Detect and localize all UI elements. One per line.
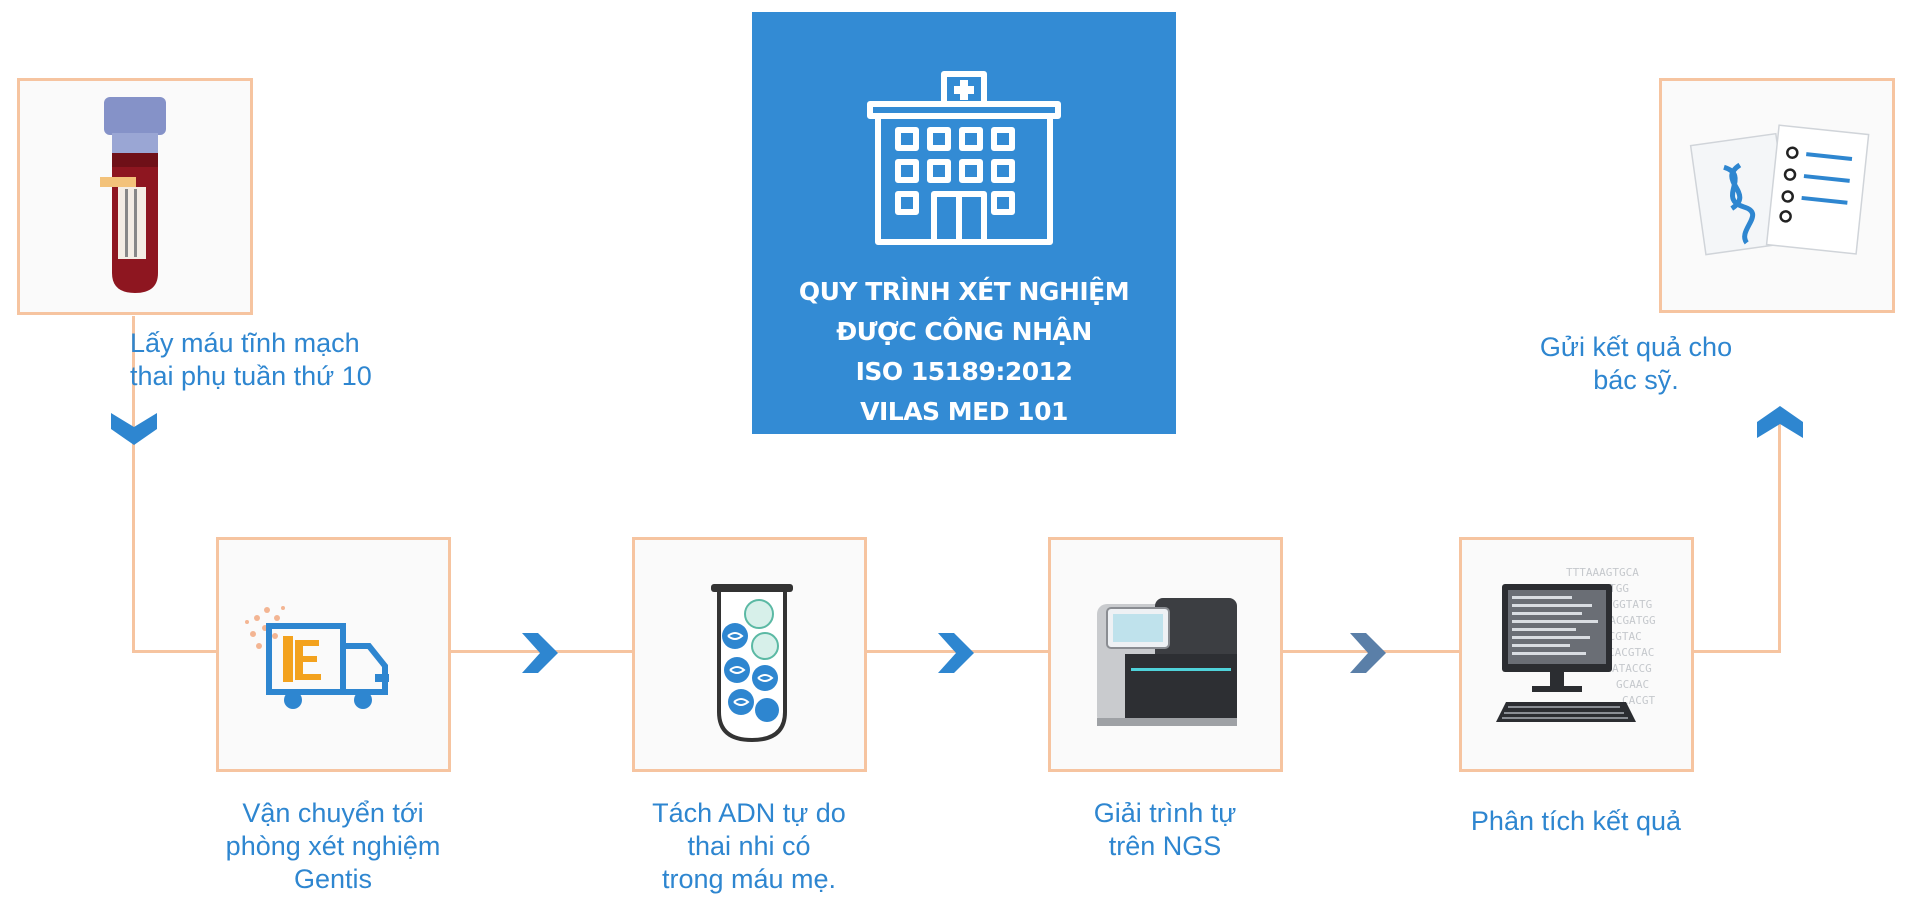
step-blood-sample-box — [17, 78, 253, 315]
svg-text:CACGT: CACGT — [1622, 694, 1655, 707]
sequencer-machine-icon — [1097, 598, 1237, 726]
accreditation-panel: QUY TRÌNH XÉT NGHIỆM ĐƯỢC CÔNG NHẬN ISO … — [752, 12, 1176, 434]
step-caption: Giải trình tự trên NGS — [1093, 798, 1237, 861]
svg-text:TTTAAAGTGCA: TTTAAAGTGCA — [1566, 566, 1639, 579]
hospital-icon — [867, 71, 1061, 245]
step-transport-box — [216, 537, 451, 772]
step-dna-extraction-box — [632, 537, 867, 772]
step-caption: Gửi kết quả cho bác sỹ. — [1539, 332, 1733, 395]
connector-line — [132, 650, 216, 653]
chevron-right-icon — [522, 633, 558, 673]
chevron-up-icon — [1757, 406, 1803, 438]
svg-text:CACGTAC: CACGTAC — [1608, 646, 1654, 659]
report-document-icon — [1689, 124, 1870, 256]
step-caption: Vận chuyển tới phòng xét nghiệm Gentis — [225, 798, 441, 894]
step-report-box — [1659, 78, 1895, 313]
step-caption: Tách ADN tự do thai nhi có trong máu mẹ. — [652, 798, 846, 894]
chevron-right-icon — [1350, 633, 1386, 673]
svg-text:ATACCG: ATACCG — [1612, 662, 1652, 675]
connector-line — [132, 316, 135, 652]
step-analysis-box: TTTAAAGTGCA GCGTATGG CAGTGGTATG AAACGATG… — [1459, 537, 1694, 772]
connector-line — [1693, 650, 1781, 653]
step-caption: Phân tích kết quả — [1470, 806, 1682, 836]
chevron-right-icon — [938, 633, 974, 673]
step-sequencing-box — [1048, 537, 1283, 772]
dna-test-tube-icon — [711, 584, 793, 743]
chevron-down-icon — [111, 413, 157, 445]
accreditation-text: QUY TRÌNH XÉT NGHIỆM ĐƯỢC CÔNG NHẬN ISO … — [798, 277, 1130, 426]
delivery-truck-icon — [245, 606, 389, 709]
step-caption: Lấy máu tĩnh mạch thai phụ tuần thứ 10 — [130, 328, 372, 391]
connector-line — [1778, 414, 1781, 653]
computer-analysis-icon: TTTAAAGTGCA GCGTATGG CAGTGGTATG AAACGATG… — [1496, 566, 1656, 722]
blood-tube-icon — [100, 97, 166, 293]
svg-text:GCAAC: GCAAC — [1616, 678, 1649, 691]
